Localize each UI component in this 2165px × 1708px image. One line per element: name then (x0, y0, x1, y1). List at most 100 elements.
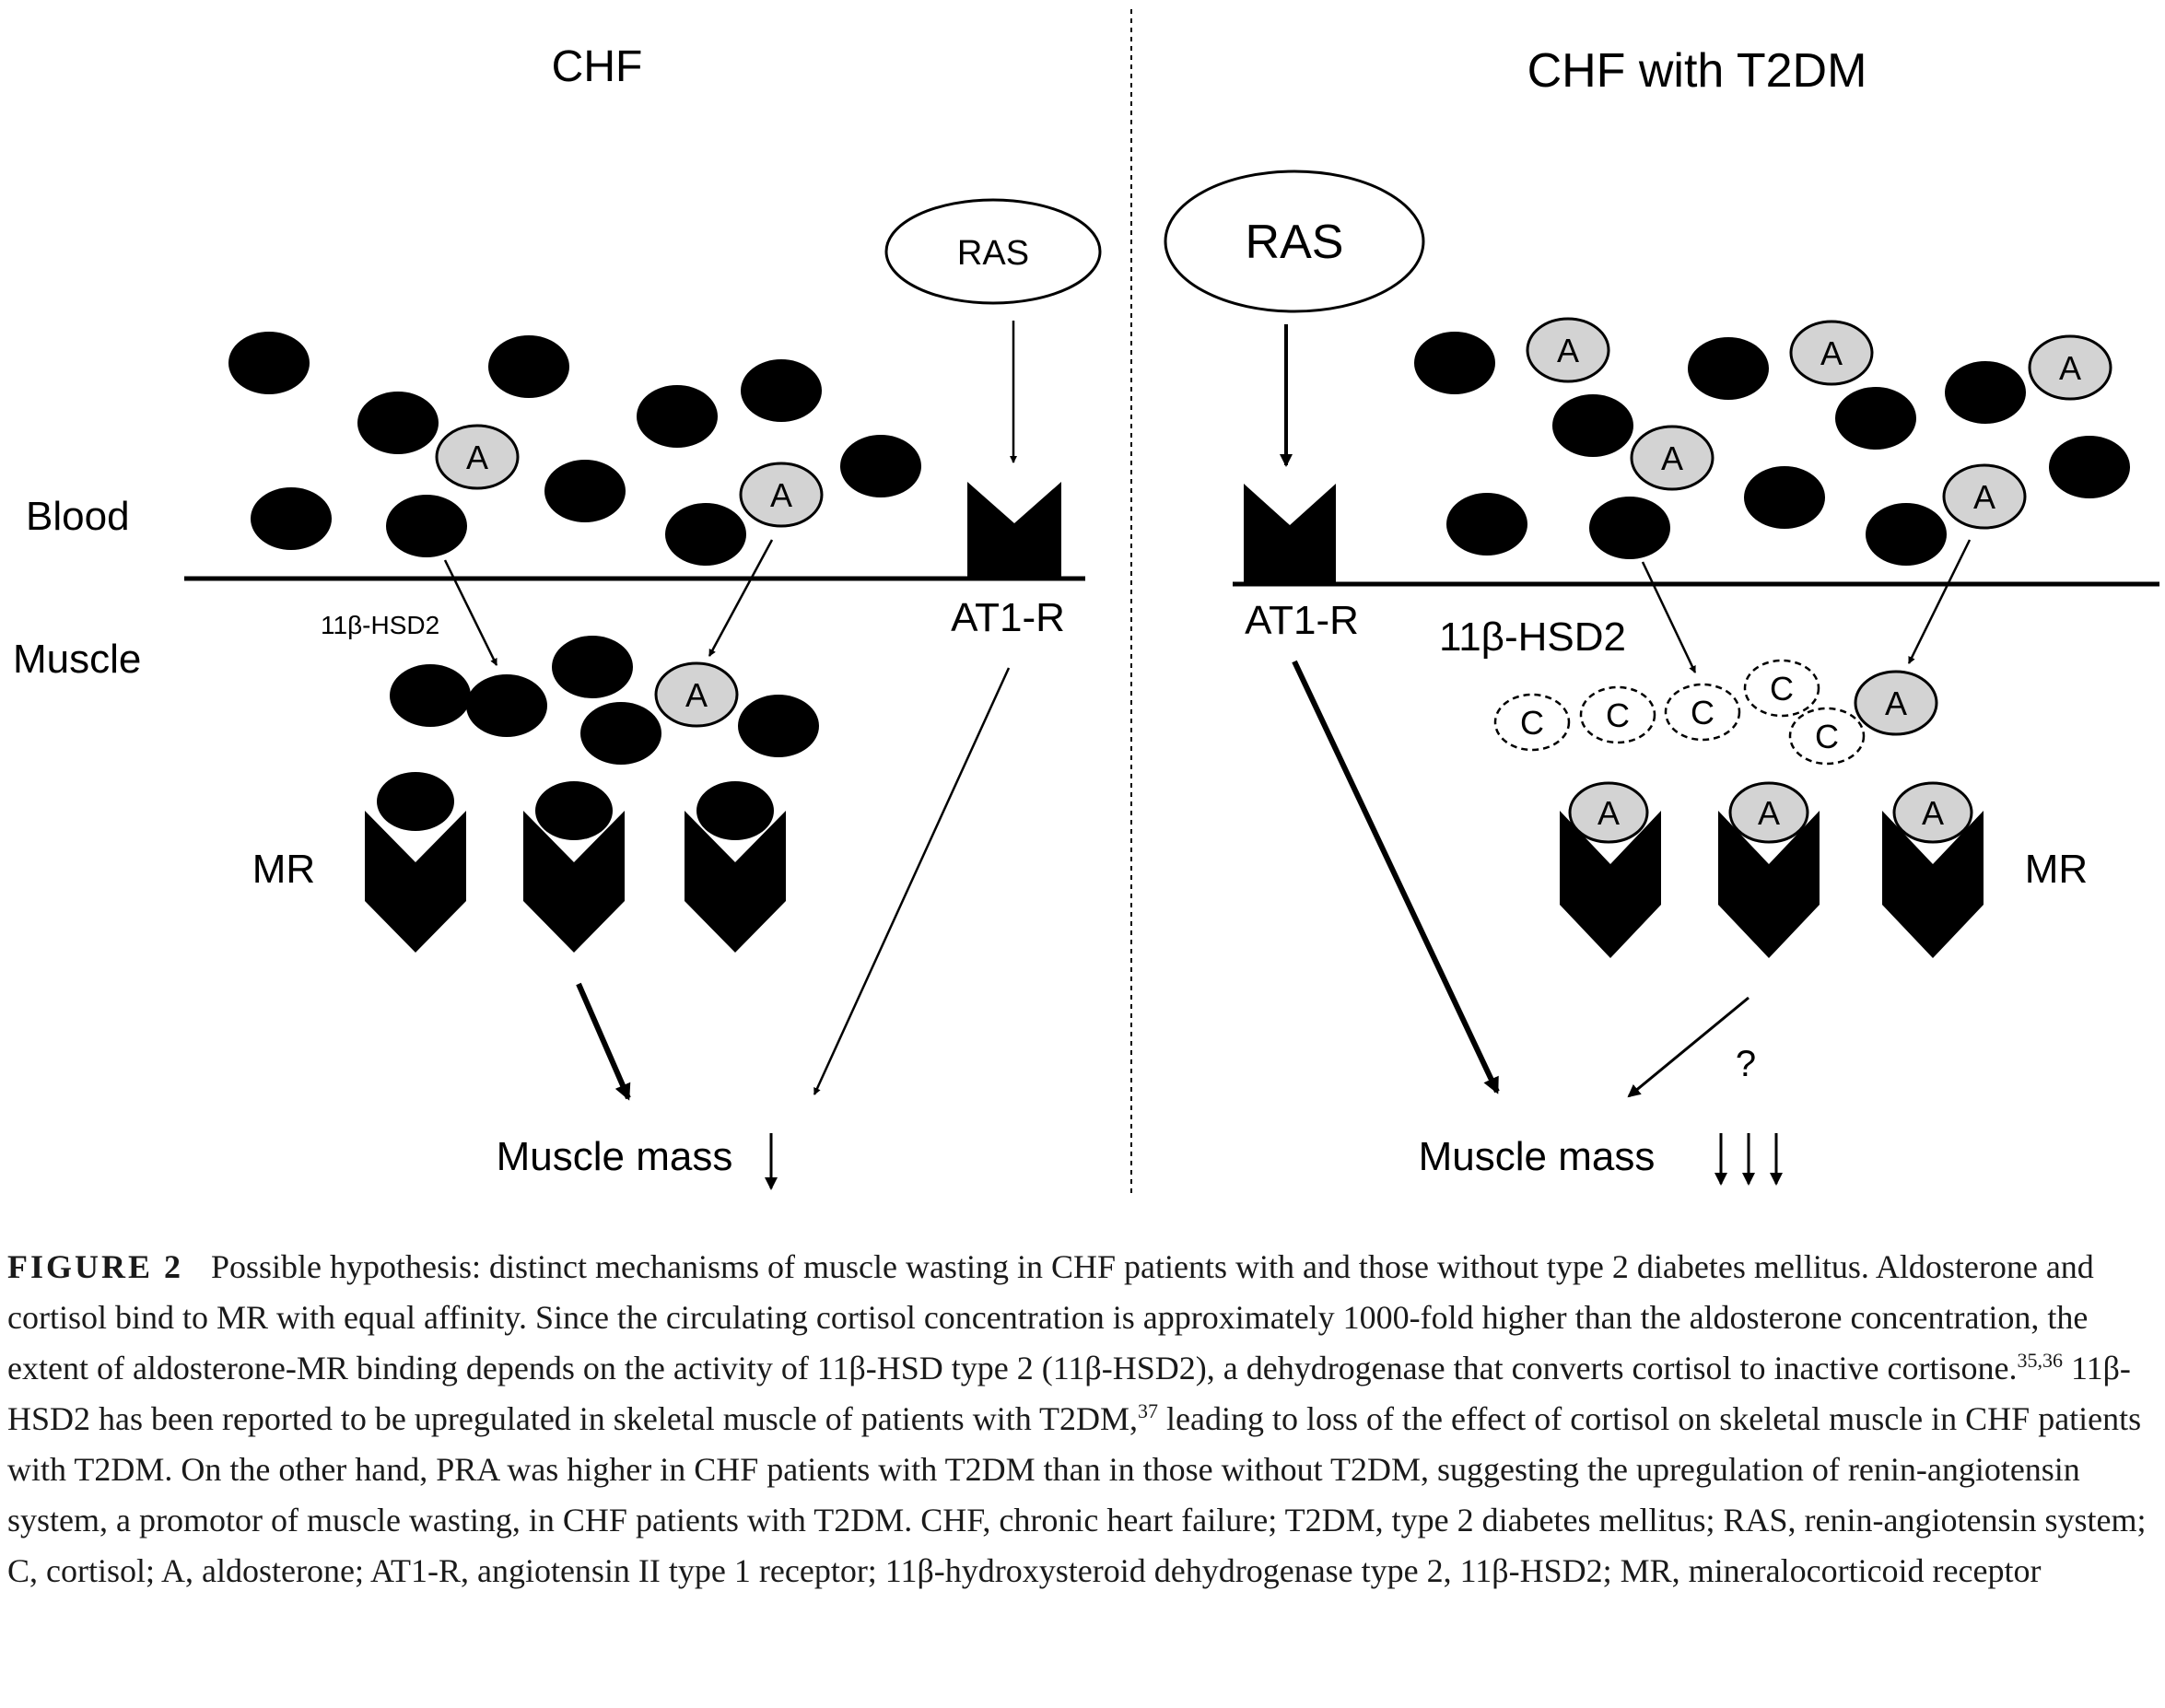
svg-text:C: C (869, 448, 893, 485)
svg-text:C: C (573, 473, 597, 510)
caption-ref2: 37 (1138, 1399, 1159, 1422)
aldosterone-molecule: A (1568, 781, 1649, 844)
cortisol-molecule: C (1945, 361, 2026, 424)
svg-text:C: C (1520, 704, 1544, 742)
svg-text:C: C (1475, 506, 1499, 544)
cortisol-molecule: C (637, 385, 718, 448)
aldosterone-molecule: A (1526, 317, 1610, 383)
svg-text:C: C (1443, 345, 1467, 382)
svg-text:C: C (495, 687, 519, 725)
cortisol-molecule: C (1744, 466, 1825, 529)
svg-text:A: A (1758, 794, 1780, 832)
caption-text-part1: Possible hypothesis: distinct mechanisms… (7, 1248, 2094, 1386)
svg-text:C: C (279, 500, 303, 538)
svg-text:A: A (770, 476, 792, 514)
right-mr-receptors (1560, 811, 1984, 958)
left-panel: CHF RAS Blood Muscle 11β-HSD2 AT1-R MR M… (13, 42, 1102, 1179)
svg-text:C: C (1606, 696, 1630, 734)
svg-text:C: C (1864, 400, 1888, 438)
cortisol-molecule: C (390, 664, 471, 727)
svg-text:C: C (769, 372, 793, 410)
cortisol-molecule: C (251, 487, 332, 550)
svg-text:C: C (1773, 479, 1796, 517)
cortisol-molecule: C (1446, 493, 1527, 556)
cortisol-molecule: C (488, 335, 569, 398)
aldosterone-molecule: A (1789, 320, 1874, 386)
svg-text:C: C (517, 348, 541, 386)
svg-text:C: C (415, 508, 439, 545)
inactive-cortisol-molecule: C (1788, 707, 1866, 766)
arrow (1641, 561, 1697, 673)
arrow (1627, 996, 1750, 1098)
inactive-cortisol-molecule: C (1579, 685, 1656, 744)
mr-receptor (1560, 811, 1661, 958)
left-outcome-label: Muscle mass (497, 1134, 733, 1179)
svg-text:A: A (1973, 478, 1995, 516)
left-enzyme-label: 11β-HSD2 (321, 611, 439, 639)
right-enzyme-label: 11β-HSD2 (1439, 614, 1626, 660)
svg-text:C: C (1618, 509, 1642, 547)
muscle-label: Muscle (13, 637, 141, 682)
cortisol-molecule: C (741, 359, 822, 422)
cortisol-molecule: C (1552, 394, 1633, 457)
cortisol-molecule: C (552, 636, 633, 698)
aldosterone-molecule: A (435, 424, 520, 490)
right-ras-ellipse (1164, 170, 1425, 313)
mr-receptor (685, 811, 786, 953)
svg-text:C: C (1770, 670, 1794, 708)
cortisol-molecule: C (228, 332, 310, 394)
cortisol-molecule: C (1688, 337, 1769, 400)
aldosterone-molecule: A (739, 462, 824, 528)
svg-text:C: C (2077, 449, 2101, 486)
aldosterone-molecule: A (1942, 463, 2027, 530)
svg-text:A: A (1885, 684, 1907, 722)
svg-text:C: C (257, 345, 281, 382)
cortisol-molecule: C (665, 503, 746, 566)
cortisol-molecule: C (466, 674, 547, 737)
cortisol-molecule: C (386, 495, 467, 557)
svg-text:C: C (1894, 516, 1918, 554)
svg-text:C: C (404, 783, 427, 821)
svg-text:A: A (685, 676, 708, 714)
svg-text:A: A (1820, 334, 1843, 372)
svg-text:C: C (609, 715, 633, 753)
question-mark: ? (1736, 1044, 1756, 1084)
arrow (708, 539, 774, 657)
right-ras-label: RAS (1246, 216, 1344, 269)
mr-receptor (1882, 811, 1984, 958)
inactive-cortisol-molecule: C (1743, 659, 1820, 718)
right-at1r-receptor (1244, 484, 1336, 584)
svg-text:C: C (1691, 694, 1714, 731)
svg-text:A: A (1597, 794, 1620, 832)
left-at1r-label: AT1-R (951, 595, 1065, 640)
cortisol-molecule: C (1866, 503, 1947, 566)
cortisol-molecule: C (1414, 332, 1495, 394)
svg-text:C: C (580, 649, 604, 686)
cortisol-molecule: C (544, 460, 626, 522)
right-outcome-label: Muscle mass (1419, 1134, 1656, 1179)
arrow (443, 559, 498, 666)
svg-text:A: A (466, 439, 488, 476)
left-ras-ellipse (884, 198, 1102, 305)
svg-text:A: A (1557, 332, 1579, 369)
svg-text:A: A (2059, 349, 2081, 387)
right-mr-label: MR (2025, 847, 2088, 892)
mr-receptor (1718, 811, 1820, 958)
cortisol-molecule: C (377, 772, 454, 831)
right-panel: CHF with T2DM RAS AT1-R 11β-HSD2 MR ? Mu… (1164, 44, 2159, 1179)
svg-text:C: C (386, 404, 410, 442)
aldosterone-molecule: A (1854, 670, 1938, 736)
mr-receptor (365, 811, 466, 953)
svg-text:C: C (665, 398, 689, 436)
caption-ref1: 35,36 (2017, 1349, 2063, 1372)
left-panel-title: CHF (552, 42, 643, 91)
left-mr-label: MR (252, 847, 315, 892)
inactive-cortisol-molecule: C (1664, 683, 1741, 742)
inactive-cortisol-molecule: C (1493, 693, 1571, 752)
svg-text:A: A (1661, 439, 1683, 477)
cortisol-molecule: C (580, 702, 661, 765)
aldosterone-molecule: A (1892, 781, 1973, 844)
aldosterone-molecule: A (2028, 334, 2112, 401)
